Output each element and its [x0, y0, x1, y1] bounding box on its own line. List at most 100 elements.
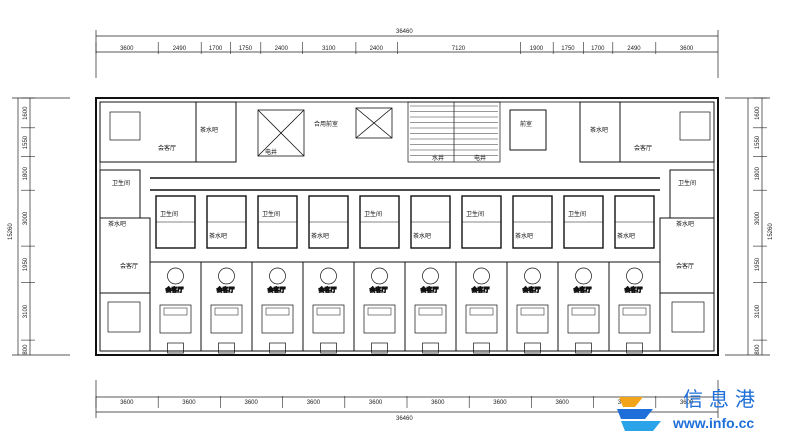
- guest-room: [506, 261, 559, 352]
- dim-label: 3000: [23, 211, 29, 225]
- round-table: [167, 267, 184, 285]
- label-electric-e: 电井: [474, 154, 486, 162]
- room-label: 会客厅: [574, 286, 592, 294]
- side-rooms: [99, 169, 715, 352]
- dim-label: 1800: [755, 166, 761, 180]
- dim-label: 1950: [23, 257, 29, 271]
- label-living-nw: 会客厅: [158, 144, 176, 152]
- left-dimension-chain: [12, 97, 70, 356]
- balcony: [218, 342, 235, 354]
- bed: [312, 304, 345, 334]
- dim-label: 3100: [23, 304, 29, 318]
- balcony: [269, 342, 286, 354]
- round-table: [575, 267, 592, 285]
- dim-label: 3100: [755, 304, 761, 318]
- pod-label: 茶水吧: [413, 232, 431, 240]
- dim-label: 800: [755, 344, 761, 355]
- building-outline: [95, 97, 719, 356]
- pillow: [214, 307, 239, 316]
- guest-room: [455, 261, 508, 352]
- room-label: 会客厅: [166, 286, 184, 294]
- dim-label: 3000: [755, 211, 761, 225]
- room-label: 会客厅: [472, 286, 490, 294]
- label-bath-nw: 卫生间: [112, 179, 130, 187]
- bed: [363, 304, 396, 334]
- elevator-shafts: [257, 107, 393, 157]
- room-label: 会客厅: [421, 286, 439, 294]
- dim-label: 2400: [370, 46, 384, 52]
- room-label: 会客厅: [523, 286, 541, 294]
- balcony: [422, 342, 439, 354]
- dim-label: 1700: [209, 46, 223, 52]
- balcony: [473, 342, 490, 354]
- dim-label: 1600: [755, 106, 761, 120]
- pod-label: 卫生间: [364, 210, 382, 218]
- balcony: [167, 342, 184, 354]
- dim-label: 3600: [307, 400, 321, 406]
- label-water: 水井: [432, 154, 444, 162]
- top-dimension-chain: [95, 30, 719, 78]
- overall-width-top: 36460: [396, 29, 413, 35]
- info-port-logo-icon: [617, 397, 661, 431]
- south-guest-rooms: 会客厅会客厅会客厅会客厅会客厅会客厅会客厅会客厅会客厅会客厅: [149, 261, 661, 354]
- round-table: [626, 267, 643, 285]
- dim-label: 1800: [23, 166, 29, 180]
- room-label: 会客厅: [268, 286, 286, 294]
- room-label: 会客厅: [319, 286, 337, 294]
- dim-label: 3600: [493, 400, 507, 406]
- dim-label: 1750: [561, 46, 575, 52]
- balcony: [524, 342, 541, 354]
- watermark-url: www.info.cc: [673, 415, 755, 431]
- dim-label: 3600: [369, 400, 383, 406]
- dim-label: 3600: [680, 46, 694, 52]
- label-elevator-hall: 合用前室: [314, 120, 338, 128]
- room-label: 会客厅: [625, 286, 643, 294]
- label-electric-w: 电井: [265, 148, 277, 156]
- north-bath-pods: [155, 195, 655, 249]
- pod-label: 茶水吧: [311, 232, 329, 240]
- label-living-ne: 会客厅: [634, 144, 652, 152]
- guest-room: [608, 261, 661, 352]
- pillow: [469, 307, 494, 316]
- dim-label: 1550: [23, 135, 29, 149]
- dim-label: 800: [23, 344, 29, 355]
- dim-label: 1750: [239, 46, 253, 52]
- dim-label: 3600: [182, 400, 196, 406]
- guest-room: [149, 261, 202, 352]
- bed: [414, 304, 447, 334]
- dim-label: 2400: [275, 46, 289, 52]
- dim-label: 3100: [322, 46, 336, 52]
- central-corridor: [150, 177, 660, 191]
- bed: [516, 304, 549, 334]
- label-tea-bar-ne: 茶水吧: [590, 126, 608, 134]
- pillow: [622, 307, 647, 316]
- bed: [210, 304, 243, 334]
- pod-label: 卫生间: [262, 210, 280, 218]
- dim-label: 3600: [120, 400, 134, 406]
- guest-room: [200, 261, 253, 352]
- pod-label: 卫生间: [568, 210, 586, 218]
- bed: [159, 304, 192, 334]
- label-living-w: 会客厅: [120, 262, 138, 270]
- pod-label: 茶水吧: [617, 232, 635, 240]
- pillow: [367, 307, 392, 316]
- bed: [618, 304, 651, 334]
- bed: [567, 304, 600, 334]
- pillow: [571, 307, 596, 316]
- label-tea-bar-e: 茶水吧: [676, 220, 694, 228]
- dim-label: 3600: [680, 400, 694, 406]
- guest-room: [251, 261, 304, 352]
- pod-label: 茶水吧: [209, 232, 227, 240]
- watermark-title: 信息港: [683, 387, 761, 411]
- pillow: [316, 307, 341, 316]
- round-table: [473, 267, 490, 285]
- guest-room: [557, 261, 610, 352]
- pod-label: 卫生间: [466, 210, 484, 218]
- label-bath-ne: 卫生间: [678, 179, 696, 187]
- overall-height-left: 15260: [8, 223, 14, 240]
- pillow: [163, 307, 188, 316]
- dim-label: 3600: [431, 400, 445, 406]
- room-label: 会客厅: [217, 286, 235, 294]
